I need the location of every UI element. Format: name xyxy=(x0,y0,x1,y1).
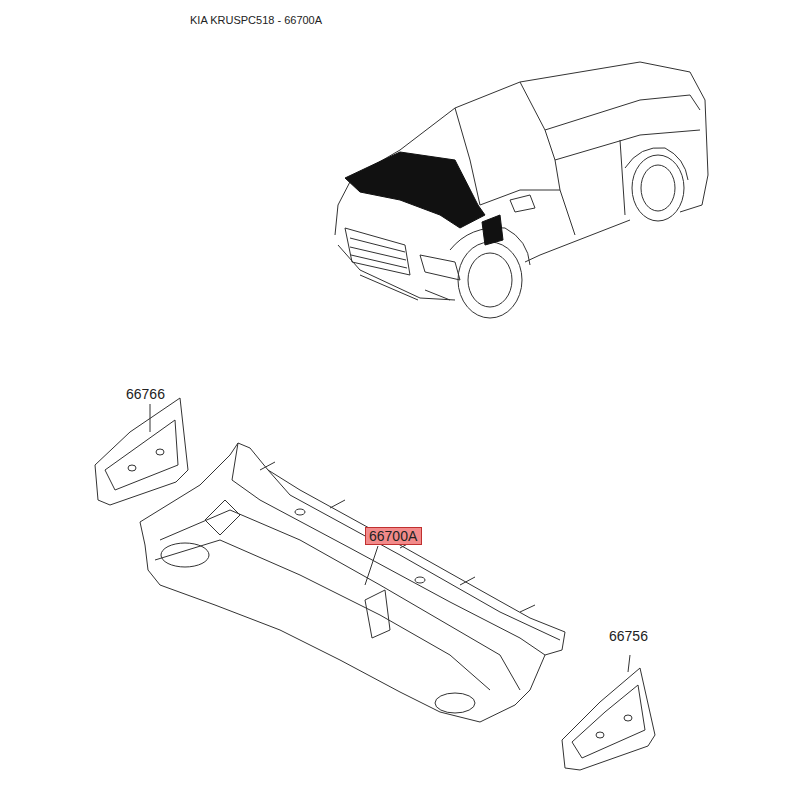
cowl-highlight xyxy=(345,152,485,228)
leader-line xyxy=(628,655,630,672)
cowl-panel-drawing xyxy=(140,443,565,722)
leader-line xyxy=(365,546,378,585)
part-number: 66700A xyxy=(369,528,418,544)
callout-number: 66756 xyxy=(609,628,648,644)
diagram-title: KIA KRUSPC518 - 66700A xyxy=(190,14,322,26)
side-insulator-right xyxy=(562,668,655,770)
highlighted-part-number: 66700A xyxy=(365,527,422,545)
cowl-highlight-side xyxy=(482,215,503,245)
leader-line xyxy=(150,404,151,432)
side-insulator-left xyxy=(95,398,188,505)
vehicle-outline xyxy=(335,62,708,318)
callout-number: 66766 xyxy=(126,386,165,402)
